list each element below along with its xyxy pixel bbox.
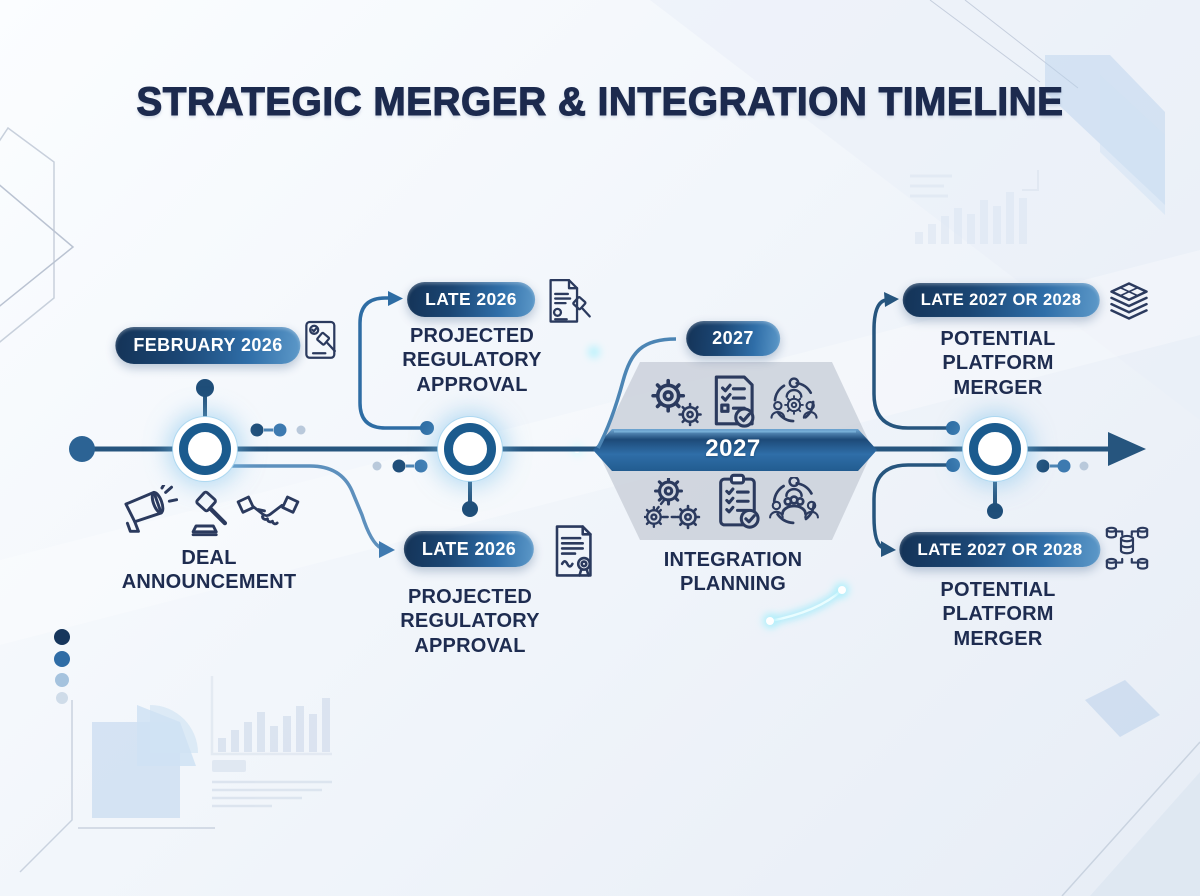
megaphone-icon [118,485,178,535]
team-gear-icon [766,377,822,427]
certificate-seal-icon [551,524,599,578]
corner-triangle-graphic [1045,55,1165,215]
folded-note-graphic [19,700,215,873]
timeline-start-dot [69,436,95,462]
connector-curves [222,291,960,558]
geometric-outline-graphic [0,0,1079,343]
date-pill-late-2026-bottom: LATE 2026 [403,531,535,567]
date-pill-2027: 2027 [686,321,780,356]
milestone-label-regulatory-bottom: PROJECTED REGULATORY APPROVAL [400,586,540,657]
clipboard-check-icon [712,473,766,531]
database-network-icon [1102,523,1152,571]
timeline-arrowhead [1108,432,1146,466]
date-pill-late-2027-bottom: LATE 2027 OR 2028 [899,532,1101,567]
timeline-2027-band [593,429,877,471]
milestone-label-platform-top: POTENTIAL PLATFORM MERGER [940,328,1056,399]
date-pill-late-2027-top: LATE 2027 OR 2028 [902,283,1100,317]
timeline-node-2 [444,423,496,475]
linked-gears-icon [644,478,706,530]
announcement-document-gavel-icon [303,319,341,363]
gears-icon [646,377,706,427]
checklist-document-icon [710,374,760,430]
page-title: STRATEGIC MERGER & INTEGRATION TIMELINE [136,79,1064,124]
timeline-node-1 [179,423,231,475]
timeline-band-year: 2027 [705,435,761,462]
milestone-label-platform-bottom: POTENTIAL PLATFORM MERGER [940,579,1056,650]
milestone-label-integration-planning: INTEGRATION PLANNING [663,549,803,596]
date-pill-february-2026: FEBRUARY 2026 [115,327,301,364]
handshake-icon [236,492,300,534]
platform-layers-icon [1104,280,1154,322]
bar-chart-graphic-bottom-left [210,676,332,808]
milestone-label-regulatory-top: PROJECTED REGULATORY APPROVAL [402,325,542,396]
gavel-icon [184,487,234,539]
bar-chart-graphic-top-right [910,170,1039,244]
bottom-right-diagonal-graphic [1061,680,1200,896]
regulatory-document-gavel-icon [546,277,592,327]
accent-dots [250,423,1089,473]
timeline-node-3 [969,423,1021,475]
team-group-icon [766,477,822,529]
date-pill-late-2026-top: LATE 2026 [407,282,535,317]
milestone-label-deal-announcement: DEAL ANNOUNCEMENT [121,547,297,594]
dots-column-graphic [54,629,70,704]
